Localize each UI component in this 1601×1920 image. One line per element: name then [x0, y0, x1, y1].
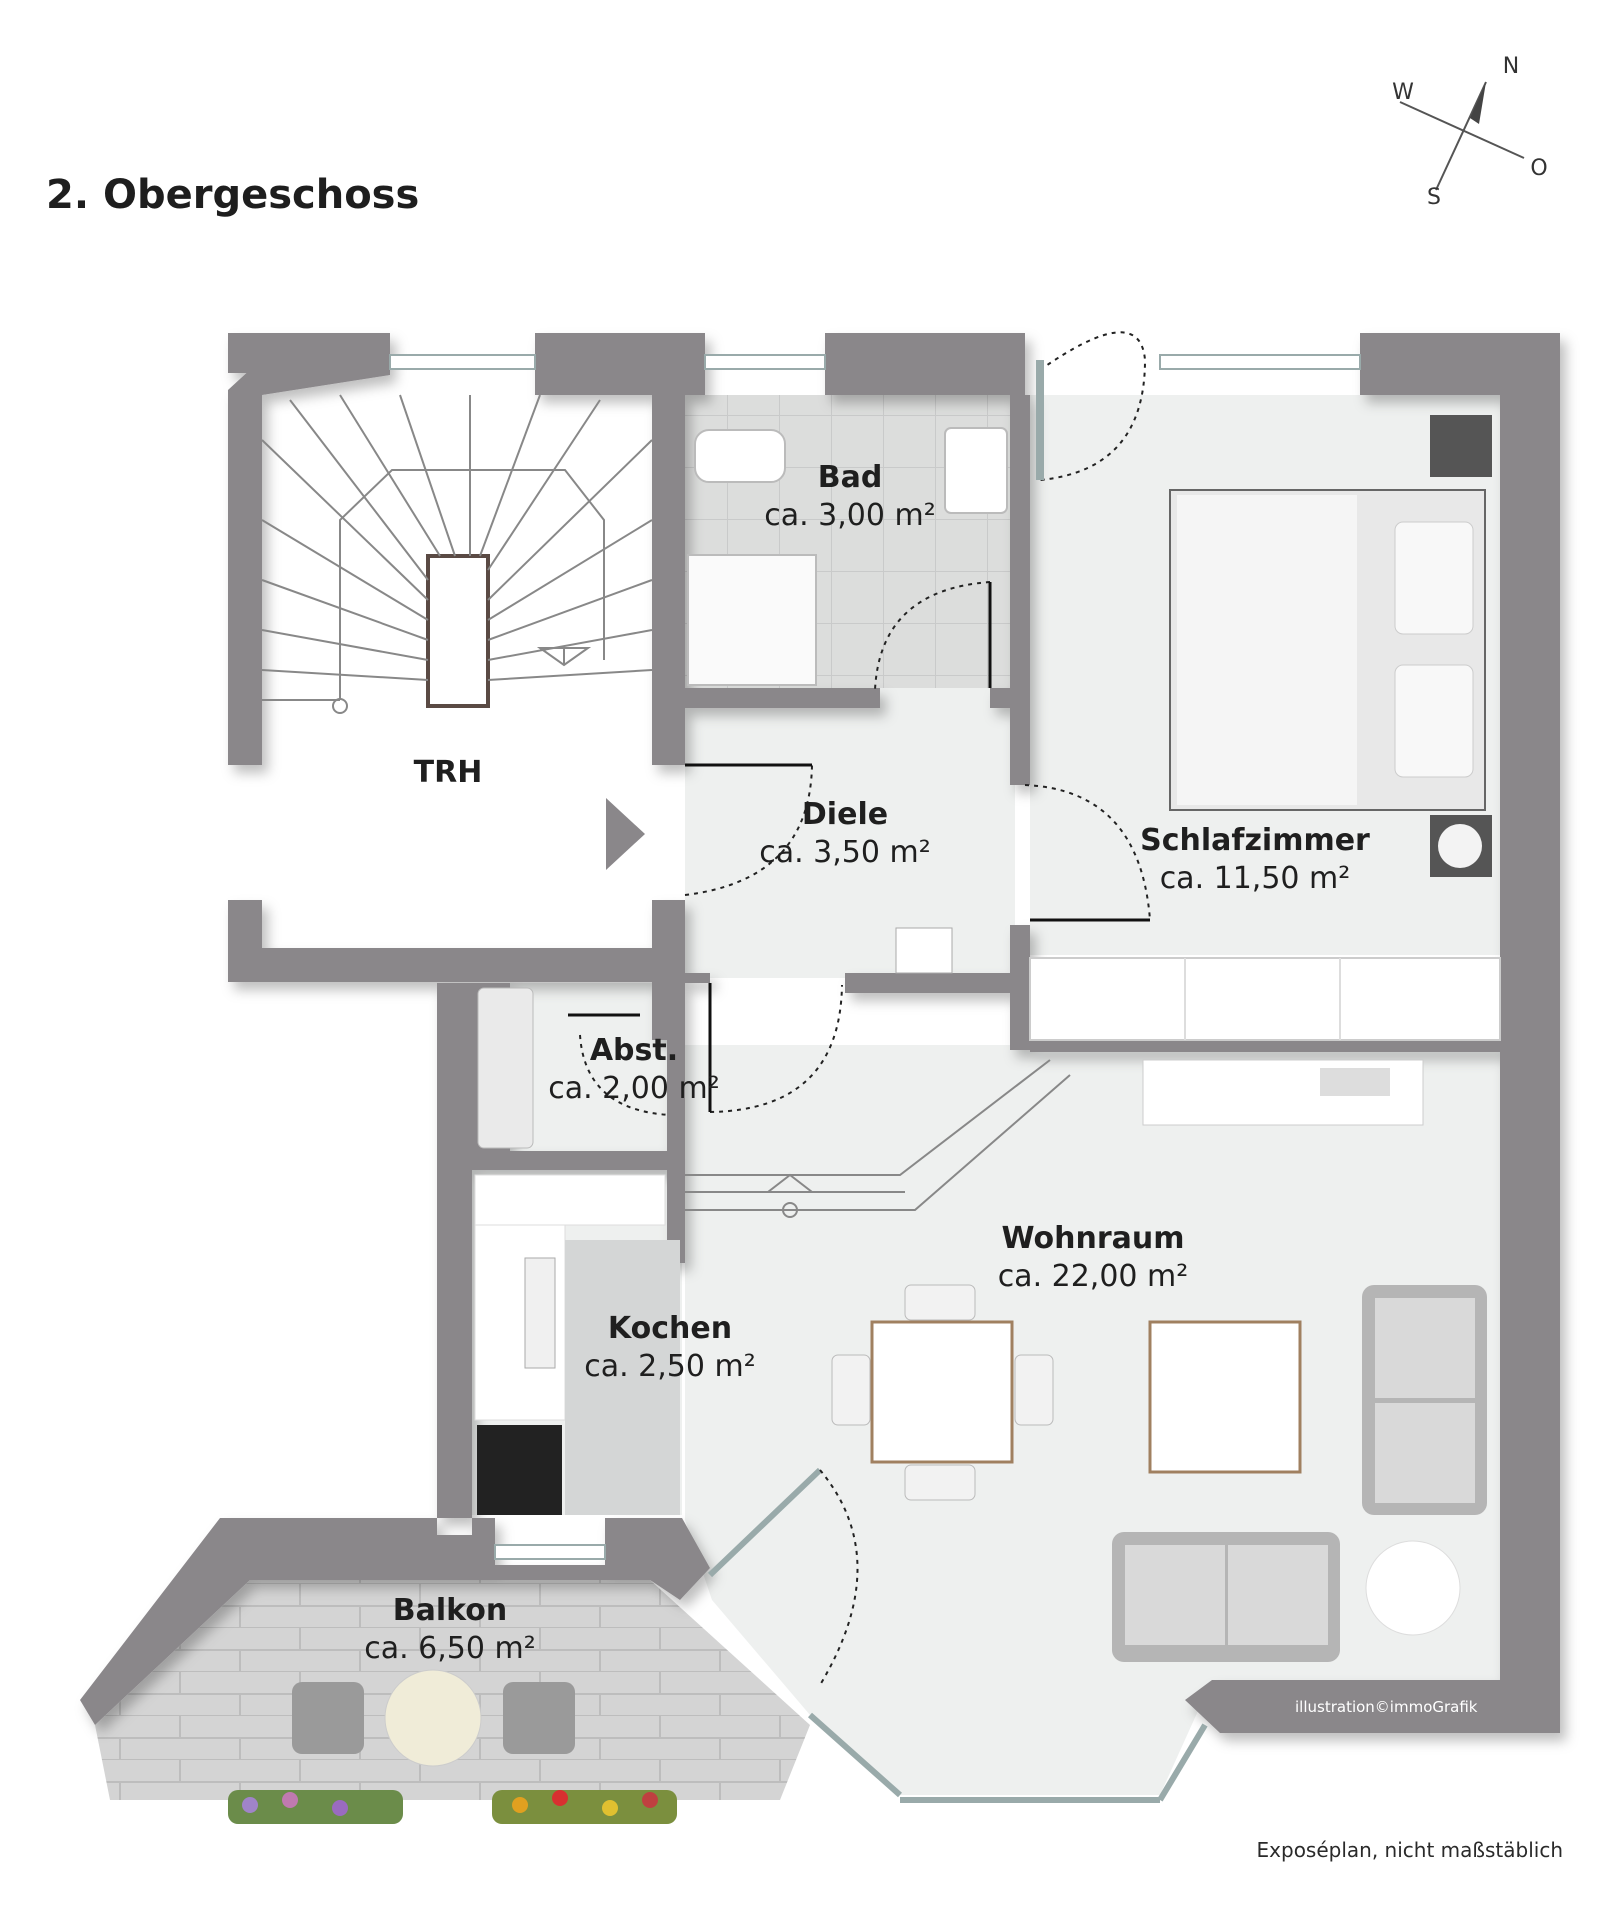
- side-table: [1365, 1540, 1461, 1636]
- bad-fixtures: [687, 427, 1008, 686]
- planter-left: [228, 1790, 403, 1824]
- label-diele: Diele: [802, 797, 888, 832]
- label-bad: Bad: [818, 460, 883, 495]
- floor-staircase: [262, 395, 652, 948]
- area-abst: ca. 2,00 m²: [548, 1071, 720, 1106]
- page-title: 2. Obergeschoss: [46, 172, 420, 218]
- wardrobe: [1029, 957, 1501, 1041]
- label-schlafzimmer: Schlafzimmer: [1140, 823, 1370, 858]
- sink: [944, 427, 1008, 514]
- area-schlafzimmer: ca. 11,50 m²: [1160, 861, 1351, 896]
- walls: [80, 333, 1560, 1733]
- footer-note: Exposéplan, nicht maßstäblich: [1256, 1838, 1563, 1862]
- floors: [95, 395, 1500, 1800]
- abst-shelf: [477, 987, 534, 1149]
- label-kochen: Kochen: [608, 1311, 732, 1346]
- planter-right: [492, 1790, 677, 1824]
- compass-o: O: [1530, 156, 1547, 181]
- compass: N W O S: [1392, 54, 1548, 210]
- label-balkon: Balkon: [393, 1593, 508, 1628]
- kitchen: [474, 1174, 680, 1515]
- shower: [687, 554, 817, 686]
- kitchen-sink: [524, 1257, 556, 1369]
- door-leaves: [568, 360, 1150, 1112]
- illustration-credit: illustration©immoGrafik: [1295, 1698, 1478, 1716]
- compass-w: W: [1392, 80, 1414, 105]
- diele-chair: [895, 927, 953, 974]
- area-diele: ca. 3,50 m²: [759, 835, 931, 870]
- dining-table: [870, 1320, 1014, 1464]
- floor-diele: [685, 688, 1015, 978]
- label-wohnraum: Wohnraum: [1001, 1221, 1184, 1256]
- coffee-table: [1148, 1320, 1302, 1474]
- staircase: [261, 394, 653, 714]
- windows: [389, 354, 1361, 1803]
- compass-s: S: [1427, 185, 1441, 210]
- area-balkon: ca. 6,50 m²: [364, 1631, 536, 1666]
- kitchen-counter: [565, 1240, 680, 1515]
- cooktop: [477, 1425, 562, 1515]
- area-wohnraum: ca. 22,00 m²: [998, 1259, 1189, 1294]
- room-labels: Bad ca. 3,00 m² TRH Diele ca. 3,50 m² Sc…: [364, 460, 1370, 1666]
- bedroom-furniture: [1029, 415, 1501, 1041]
- balcony-furniture: [228, 1669, 677, 1824]
- label-abst: Abst.: [590, 1033, 678, 1068]
- area-kochen: ca. 2,50 m²: [584, 1349, 756, 1384]
- toilet: [694, 429, 786, 483]
- compass-n: N: [1503, 54, 1519, 79]
- area-bad: ca. 3,00 m²: [764, 498, 936, 533]
- label-trh: TRH: [414, 755, 483, 790]
- stair-arrow: [685, 1059, 1071, 1218]
- doors: [579, 331, 1151, 1686]
- living-furniture: [831, 1059, 1487, 1662]
- entry-arrow-icon: [606, 798, 645, 870]
